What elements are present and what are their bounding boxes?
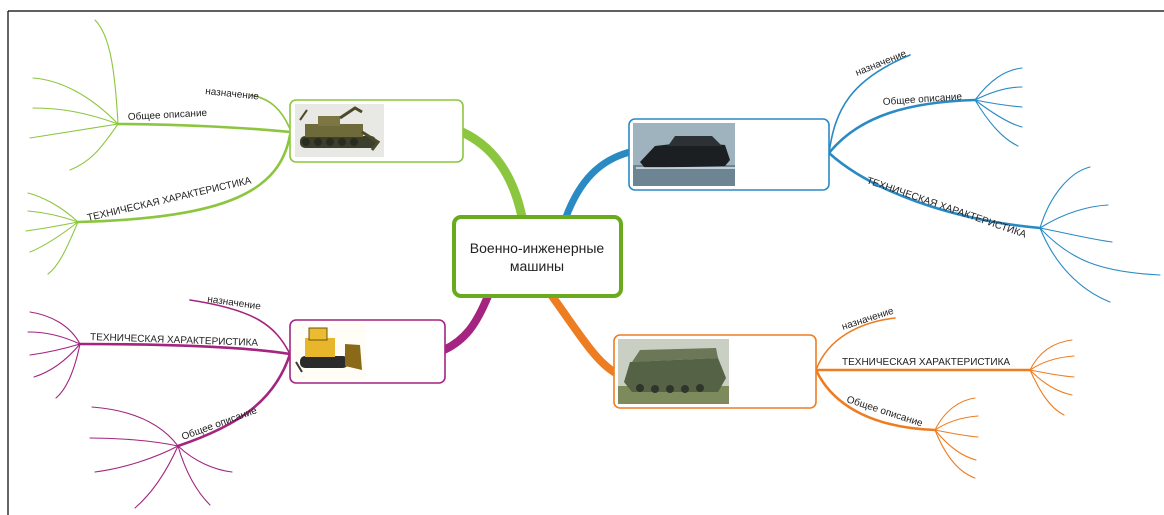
ferry-vehicle-image	[618, 339, 729, 404]
br-fan-4	[1029, 369, 1073, 396]
node-top-right[interactable]	[628, 118, 830, 191]
tl-fan-5	[69, 123, 119, 171]
br-fan-8	[934, 429, 979, 438]
tr-line-naznachenie	[828, 54, 911, 154]
tr-fan-8	[1039, 227, 1113, 243]
tl-fan-7	[27, 210, 79, 223]
tl-label-harakteristika[interactable]: ТЕХНИЧЕСКАЯ ХАРАКТЕРИСТИКА	[86, 175, 253, 224]
bl-fan-3	[29, 343, 81, 356]
tl-fan-4	[29, 123, 119, 139]
bl-fan-8	[94, 445, 179, 473]
bl-label-opisanie[interactable]: Общее описание	[180, 404, 259, 443]
br-label-harakteristika[interactable]: ТЕХНИЧЕСКАЯ ХАРАКТЕРИСТИКА	[842, 357, 1010, 368]
bl-fan-10	[177, 445, 211, 506]
tl-fan-1	[94, 19, 119, 125]
br-fan-7	[934, 415, 979, 431]
bl-fan-9	[134, 445, 179, 509]
tr-fan-5	[974, 99, 1019, 147]
bl-fan-4	[33, 343, 81, 378]
br-fan-2	[1029, 355, 1075, 371]
connector-top-right	[562, 148, 634, 221]
branch-bottom-right	[814, 317, 1075, 479]
tr-fan-10	[1039, 227, 1111, 303]
tl-label-opisanie[interactable]: Общее описание	[128, 107, 208, 123]
amphibious-vehicle-image	[633, 123, 735, 186]
tr-fan-6	[1039, 166, 1091, 229]
tl-label-naznachenie[interactable]: назначение	[205, 86, 260, 103]
tr-fan-2	[974, 86, 1023, 101]
connector-bottom-left	[440, 292, 492, 354]
tr-fan-7	[1039, 204, 1109, 229]
br-fan-10	[934, 429, 976, 479]
tr-fan-4	[974, 99, 1023, 128]
node-top-left[interactable]	[289, 99, 464, 163]
bl-line-harakteristika	[78, 342, 292, 356]
bl-fan-7	[89, 437, 179, 447]
br-line-naznachenie	[815, 317, 896, 371]
center-title-line-2: машины	[510, 258, 564, 274]
node-bottom-right[interactable]	[613, 334, 817, 409]
tank-vehicle-image	[295, 104, 384, 157]
tl-fan-9	[29, 221, 79, 253]
node-bottom-left[interactable]	[289, 319, 446, 384]
tr-line-harakteristika	[827, 151, 1042, 230]
bl-fan-11	[177, 445, 233, 473]
tl-fan-3	[32, 107, 119, 125]
bl-fan-2	[27, 331, 81, 345]
bl-fan-6	[91, 406, 179, 447]
br-fan-1	[1029, 339, 1073, 371]
bl-line-naznachenie	[189, 299, 291, 355]
branch-bottom-left	[27, 299, 292, 509]
br-line-opisanie	[814, 368, 937, 432]
center-title-line-1: Военно-инженерные	[470, 240, 605, 256]
tl-fan-10	[47, 221, 79, 275]
branch-top-right	[827, 54, 1161, 303]
tl-line-opisanie	[116, 122, 292, 134]
tr-label-opisanie[interactable]: Общее описание	[882, 90, 962, 108]
bl-line-opisanie	[176, 352, 292, 448]
tl-fan-8	[25, 221, 79, 232]
tr-fan-3	[974, 99, 1023, 108]
tl-fan-2	[32, 77, 119, 125]
tl-line-harakteristika	[76, 133, 292, 224]
tr-line-opisanie	[827, 98, 977, 155]
br-fan-9	[934, 429, 977, 461]
br-fan-5	[1029, 369, 1065, 416]
bl-fan-1	[29, 311, 81, 345]
tr-label-naznachenie[interactable]: назначение	[854, 48, 908, 79]
br-fan-6	[934, 397, 976, 431]
br-fan-3	[1029, 369, 1075, 378]
tl-fan-6	[27, 192, 79, 223]
tr-fan-1	[974, 67, 1023, 101]
branch-top-left	[25, 19, 292, 275]
bl-fan-5	[55, 343, 81, 399]
connector-bottom-right	[548, 292, 618, 376]
connector-top-left	[457, 127, 527, 222]
tr-label-harakteristika[interactable]: ТЕХНИЧЕСКАЯ ХАРАКТЕРИСТИКА	[865, 175, 1028, 240]
tr-fan-9	[1039, 227, 1161, 276]
bulldozer-image	[294, 324, 366, 379]
tl-line-naznachenie	[249, 94, 291, 130]
center-node[interactable]: Военно-инженерные машины	[452, 215, 623, 298]
